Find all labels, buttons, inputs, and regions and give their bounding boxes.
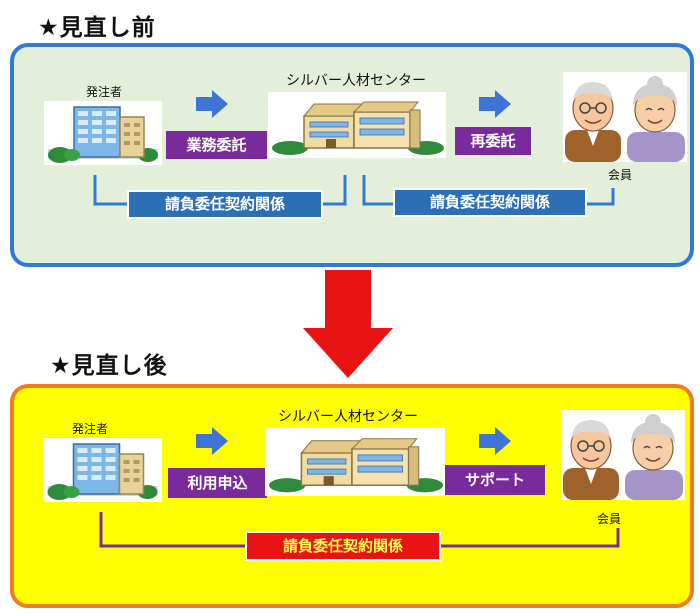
client-label-after: 発注者 [72,422,109,436]
elderly-couple-icon [561,410,685,500]
step-tag-application: 利用申込 [168,468,267,498]
step-tag-support: サポート [445,465,545,495]
flow-arrow-icon [479,427,511,455]
flow-arrow-icon [196,90,228,118]
office-building-icon [44,101,162,165]
elderly-couple-icon [563,72,687,162]
transition-arrow-icon [303,270,393,378]
office-building-icon [43,438,162,502]
heading-after: ★見直し後 [50,353,168,379]
center-label-before: シルバー人材センター [286,73,426,89]
silver-center-building-icon [268,92,446,158]
step-tag-outsource: 業務委託 [166,131,267,159]
client-label-before: 発注者 [86,85,123,99]
contract-tag-before-2: 請負委任契約関係 [393,188,587,217]
contract-tag-after: 請負委任契約関係 [245,531,441,561]
flow-arrow-icon [196,427,228,455]
silver-center-building-icon [265,428,445,496]
member-label-before: 会員 [608,168,633,182]
member-label-after: 会員 [597,512,622,526]
heading-before: ★見直し前 [38,15,156,41]
center-label-after: シルバー人材センター [278,409,418,425]
step-tag-resubcontract: 再委託 [455,127,531,155]
contract-tag-before-1: 請負委任契約関係 [127,190,323,219]
flow-arrow-icon [479,90,511,118]
